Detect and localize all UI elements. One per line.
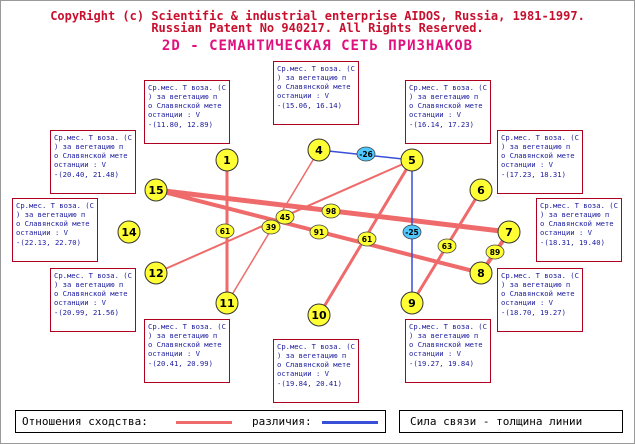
node-7[interactable] [497,220,521,244]
node-description-4: Ср.мес. T воза. (С ) за вегетацию п о Сл… [273,61,359,125]
copyright-line: CopyRight (c) Scientific & industrial en… [50,9,585,23]
edge-weight-badge [485,244,505,260]
legend-difference-label: различия: [252,415,312,428]
node-label-6: 6 [477,184,485,197]
node-label-9: 9 [408,297,416,310]
node-label-1: 1 [223,154,231,167]
edge-weight-badge [261,219,281,235]
edge-weight-badge [275,209,295,225]
node-description-15: Ср.мес. T воза. (С ) за вегетацию п о Сл… [50,130,136,194]
edge-weight-badge [215,223,235,239]
node-label-4: 4 [315,144,323,157]
node-description-5: Ср.мес. T воза. (С ) за вегетацию п о Сл… [405,80,491,144]
legend-thickness: Сила связи - толщина линии [399,410,623,433]
node-11[interactable] [215,291,239,315]
edge-weight-badge [356,146,376,162]
node-label-11: 11 [219,297,234,310]
node-12[interactable] [144,261,168,285]
node-15[interactable] [144,178,168,202]
node-label-5: 5 [408,154,416,167]
node-description-14: Ср.мес. T воза. (С ) за вегетацию п о Сл… [12,198,98,262]
node-8[interactable] [469,261,493,285]
legend-relations: Отношения сходства: различия: [15,410,386,433]
page-title: 2D - СЕМАНТИЧЕСКАЯ СЕТЬ ПРИЗНАКОВ [161,38,474,54]
patent-line: Russian Patent No 940217. All Rights Res… [151,21,484,35]
edge-weight-label: 61 [220,227,230,236]
edge-weight-badge [321,203,341,219]
node-description-9: Ср.мес. T воза. (С ) за вегетацию п о Сл… [405,319,491,383]
node-label-7: 7 [505,226,513,239]
edge-weight-label: 61 [362,235,372,244]
node-14[interactable] [117,220,141,244]
edge-weight-label: 89 [490,248,500,257]
node-label-12: 12 [148,267,163,280]
edge-weight-label: -25 [405,228,419,237]
node-description-11: Ср.мес. T воза. (С ) за вегетацию п о Сл… [144,319,230,383]
node-label-14: 14 [121,226,137,239]
edge-weight-label: 39 [266,223,276,232]
node-description-1: Ср.мес. T воза. (С ) за вегетацию п о Сл… [144,80,230,144]
node-5[interactable] [400,148,424,172]
node-description-6: Ср.мес. T воза. (С ) за вегетацию п о Сл… [497,130,583,194]
node-9[interactable] [400,291,424,315]
node-label-8: 8 [477,267,485,280]
edge-weight-label: 91 [314,228,324,237]
node-label-15: 15 [148,184,163,197]
edge-weight-label: 98 [326,207,336,216]
node-description-8: Ср.мес. T воза. (С ) за вегетацию п о Сл… [497,268,583,332]
edge-weight-badge [309,224,329,240]
node-description-12: Ср.мес. T воза. (С ) за вегетацию п о Сл… [50,268,136,332]
edge-weight-badge [437,238,457,254]
edge-weight-badge [357,231,377,247]
edge-weight-label: 63 [442,242,452,251]
node-10[interactable] [307,303,331,327]
node-description-10: Ср.мес. T воза. (С ) за вегетацию п о Сл… [273,339,359,403]
edge-weight-label: 45 [280,213,290,222]
legend-similarity-label: Отношения сходства: [22,415,148,428]
legend-similarity-swatch [176,421,232,424]
node-1[interactable] [215,148,239,172]
edge-weight-badge [402,224,422,240]
node-6[interactable] [469,178,493,202]
legend-thickness-note: Сила связи - толщина линии [410,415,583,428]
node-description-7: Ср.мес. T воза. (С ) за вегетацию п о Сл… [536,198,622,262]
node-label-10: 10 [311,309,327,322]
edge-weight-label: -26 [359,150,373,159]
legend-difference-swatch [322,421,378,424]
node-4[interactable] [307,138,331,162]
